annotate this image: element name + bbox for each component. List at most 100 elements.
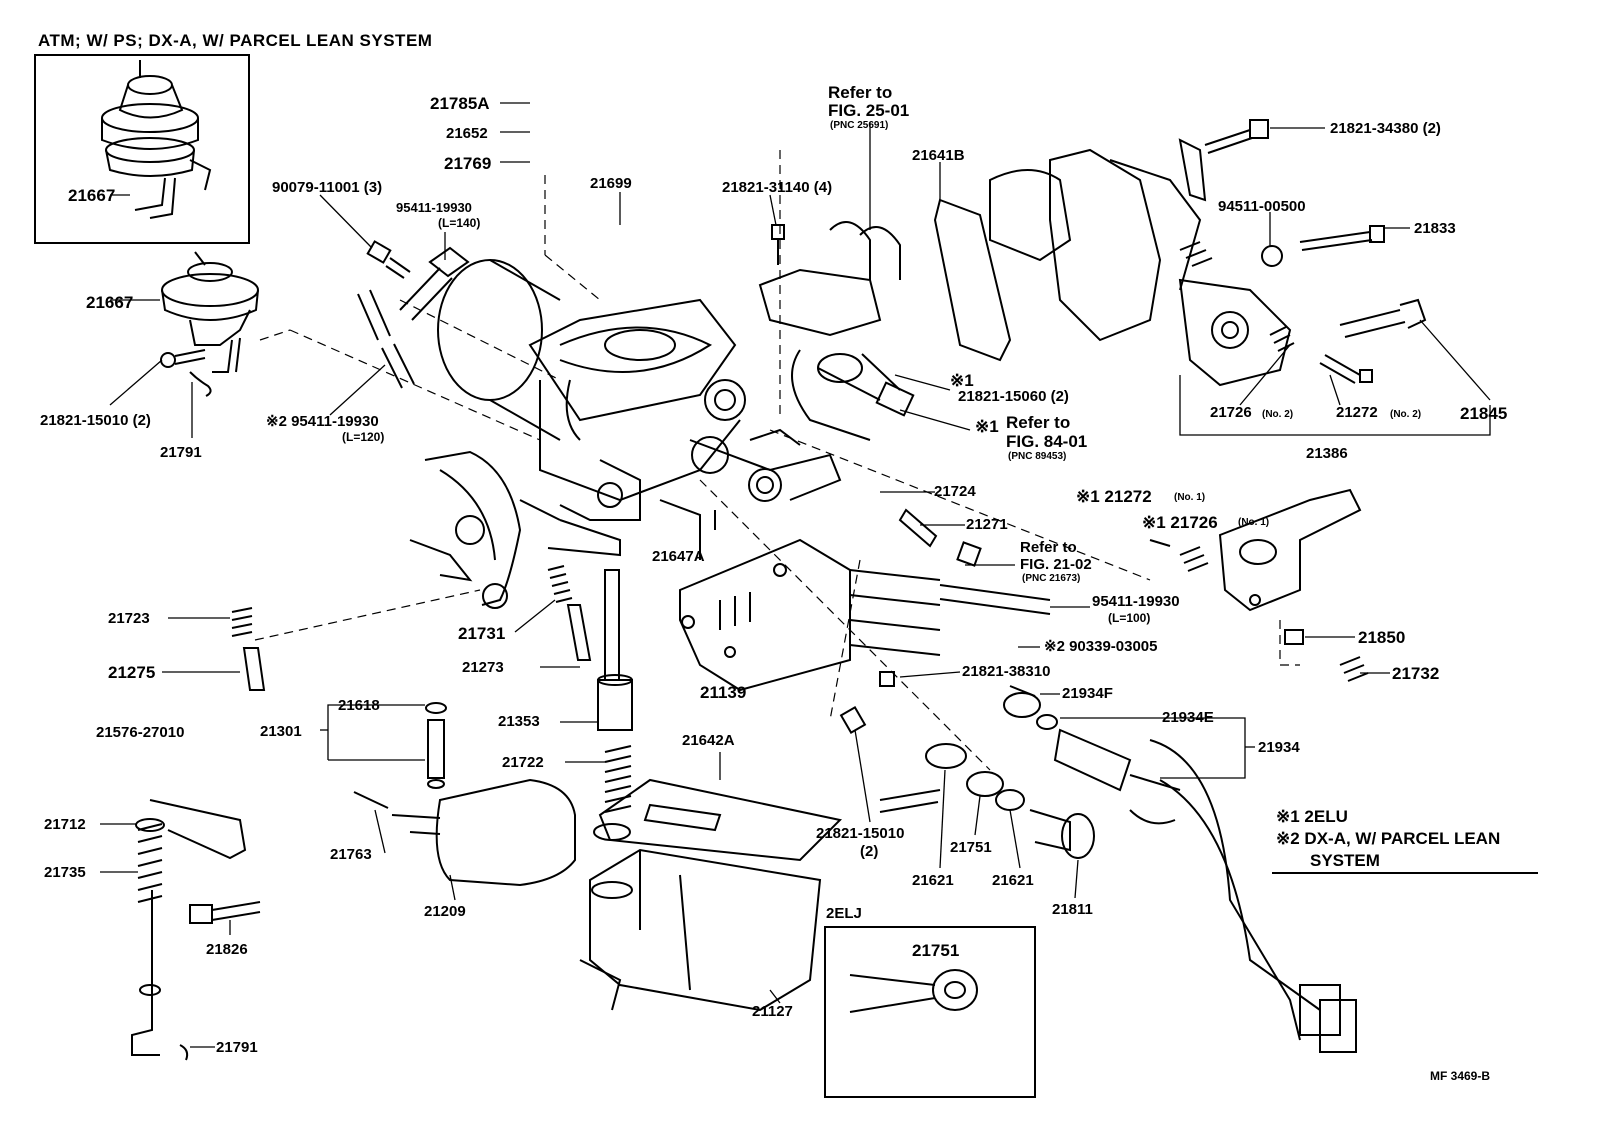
nut-21273 [956, 541, 982, 567]
label-90339: ※2 90339-03005 [1044, 638, 1158, 655]
label-21273: 21273 [462, 659, 504, 676]
label-21301: 21301 [260, 723, 302, 740]
clip-21791 [189, 371, 212, 397]
label-21821-15060: 21821-15060 (2) [958, 388, 1069, 405]
label-21821-15010-bottom: 21821-15010 [816, 825, 905, 842]
label-21272-no2: 21272 [1336, 404, 1378, 421]
rod-21735 [131, 799, 261, 1061]
label-21821-38310: 21821-38310 [962, 663, 1051, 680]
ref-fig25-line3: (PNC 25691) [830, 120, 889, 131]
label-21811: 21811 [1052, 901, 1093, 918]
ref-fig21-line1: Refer to [1020, 539, 1077, 556]
vacuum-hoses [357, 246, 470, 389]
label-95411-l100-len: (L=100) [1108, 611, 1151, 625]
label-21272-no1-suffix: (No. 1) [1174, 492, 1206, 503]
bolt-90079 [366, 240, 411, 279]
gasket-21642A [593, 778, 843, 862]
label-21726-no1: ※1 21726 [1142, 513, 1218, 532]
label-21934: 21934 [1258, 739, 1300, 756]
valve-21301 [425, 702, 447, 789]
label-21724: 21724 [934, 483, 976, 500]
bolts-right [1204, 119, 1427, 384]
label-21735: 21735 [44, 864, 86, 881]
bolt-21821-15010b [839, 705, 867, 735]
label-21845: 21845 [1460, 404, 1508, 423]
ref-fig25-line1: Refer to [828, 83, 893, 102]
springs [137, 241, 1369, 903]
solenoid-21209 [353, 778, 576, 887]
label-21726-no2-suffix: (No. 2) [1262, 409, 1294, 420]
label-21667: 21667 [86, 293, 134, 312]
leader-lines [100, 102, 1491, 1048]
dashed-guides [254, 150, 1300, 771]
label-21353: 21353 [498, 713, 540, 730]
ref-fig21-line3: (PNC 21673) [1022, 573, 1081, 584]
label-21731: 21731 [458, 624, 506, 643]
label-21769: 21769 [444, 154, 492, 173]
gasket-21641B [933, 198, 1012, 362]
float-bowl-21127 [579, 848, 822, 1012]
ref-fig21-line2: FIG. 21-02 [1020, 556, 1092, 573]
label-21652: 21652 [446, 125, 488, 142]
label-21833: 21833 [1414, 220, 1456, 237]
inset-vacuum-actuator [101, 60, 212, 219]
label-21785A: 21785A [430, 94, 490, 113]
mark-1-solenoid: ※1 [950, 371, 974, 390]
label-21850: 21850 [1358, 628, 1406, 647]
label-21751: 21751 [950, 839, 992, 856]
ref-fig25-line2: FIG. 25-01 [828, 101, 910, 120]
ref-fig84-line3: (PNC 89453) [1008, 451, 1067, 462]
bracket-21647A [679, 538, 1051, 692]
ref-fig84-line2: FIG. 84-01 [1006, 432, 1088, 451]
sensor-21934 [1003, 692, 1357, 1053]
note-1: ※1 2ELU [1276, 807, 1348, 826]
ring-21934f [1009, 685, 1036, 697]
label-21272-no1: ※1 21272 [1076, 487, 1152, 506]
label-21642A: 21642A [682, 732, 735, 749]
mark-1-ref: ※1 [975, 417, 999, 436]
label-21667-inset: 21667 [68, 186, 116, 205]
label-21618: 21618 [338, 697, 380, 714]
fittings-bottom [879, 743, 1095, 859]
label-21732: 21732 [1392, 664, 1440, 683]
label-21791-bottom: 21791 [216, 1039, 258, 1056]
label-90079: 90079-11001 (3) [272, 179, 383, 196]
label-21934E: 21934E [1162, 709, 1214, 726]
bolt-21821-38310 [879, 671, 895, 687]
inset-2elj-fitting [849, 969, 978, 1013]
label-21139: 21139 [700, 683, 747, 702]
label-95411-l140: 95411-19930 [396, 200, 472, 215]
carburetor-body [437, 259, 842, 560]
label-21723: 21723 [108, 610, 150, 627]
linkage-assembly-21386 [989, 138, 1292, 387]
label-21712: 21712 [44, 816, 86, 833]
label-95411-l100: 95411-19930 [1092, 593, 1180, 610]
label-21271: 21271 [966, 516, 1008, 533]
label-21826: 21826 [206, 941, 248, 958]
label-21726-no2: 21726 [1210, 404, 1252, 421]
screws [242, 508, 1171, 691]
label-21621-left: 21621 [912, 872, 954, 889]
label-21821-31140: 21821-31140 (4) [722, 179, 833, 196]
drawing-code: MF 3469-B [1430, 1069, 1491, 1083]
label-21722: 21722 [502, 754, 544, 771]
label-21763: 21763 [330, 846, 372, 863]
label-21272-no2-suffix: (No. 2) [1390, 409, 1422, 420]
label-21821-15010: 21821-15010 (2) [40, 412, 151, 429]
note-3: SYSTEM [1310, 851, 1380, 870]
diagram-title: ATM; W/ PS; DX-A, W/ PARCEL LEAN SYSTEM [38, 31, 433, 50]
label-21209: 21209 [424, 903, 466, 920]
label-21821-15010-bottom-qty: (2) [860, 843, 879, 860]
label-21641B: 21641B [912, 147, 965, 164]
label-21934F: 21934F [1062, 685, 1113, 702]
notes-underline [1272, 872, 1538, 874]
label-21791-top: 21791 [160, 444, 202, 461]
label-21275: 21275 [108, 663, 156, 682]
jet-assembly [597, 569, 633, 731]
label-21821-34380: 21821-34380 (2) [1330, 120, 1441, 137]
label-95411-l120: ※2 95411-19930 [266, 413, 379, 430]
throttle-linkage [409, 450, 561, 609]
label-21621-right: 21621 [992, 872, 1034, 889]
label-95411-l120-len: (L=120) [342, 430, 385, 444]
note-2: ※2 DX-A, W/ PARCEL LEAN [1276, 829, 1501, 848]
